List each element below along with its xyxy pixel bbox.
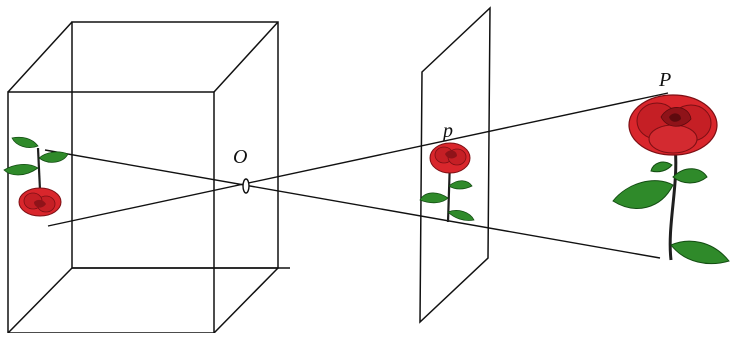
object-rose xyxy=(612,94,730,265)
inverted-rose-leaf xyxy=(38,151,69,163)
image-plane xyxy=(419,6,491,324)
object-rose-sepal xyxy=(650,161,673,173)
object-rose-stem xyxy=(668,144,678,261)
camera-edge-bottom-left xyxy=(7,267,73,334)
camera-box xyxy=(7,21,290,334)
object-rose-flower xyxy=(628,94,718,156)
image-rose-leaf xyxy=(419,192,449,204)
pinhole-label: O xyxy=(233,146,247,168)
inverted-rose-image xyxy=(3,136,69,217)
ray-top-to-bottom xyxy=(44,149,661,259)
ray-bottom-to-top xyxy=(47,92,669,227)
inverted-rose-flower xyxy=(18,187,62,217)
inverted-rose-leaf xyxy=(3,164,39,176)
camera-edge-top-right xyxy=(213,21,279,93)
projection-rays xyxy=(44,92,669,259)
image-rose-flower xyxy=(429,142,471,174)
image-plane-rose xyxy=(419,142,475,223)
camera-back-face xyxy=(71,21,279,269)
camera-edge-top-left xyxy=(7,21,73,93)
object-point-label: P xyxy=(658,69,671,91)
pinhole xyxy=(242,178,250,194)
inverted-rose-leaf xyxy=(11,136,39,148)
image-rose-leaf xyxy=(448,180,473,190)
object-rose-leaf xyxy=(612,180,674,209)
object-rose-leaf xyxy=(670,240,730,265)
image-rose-leaf xyxy=(447,210,475,221)
camera-edge-bottom-right xyxy=(213,267,279,334)
image-point-label: p xyxy=(441,120,453,142)
object-rose-leaf xyxy=(672,168,708,184)
inverted-rose-stem xyxy=(36,147,42,191)
